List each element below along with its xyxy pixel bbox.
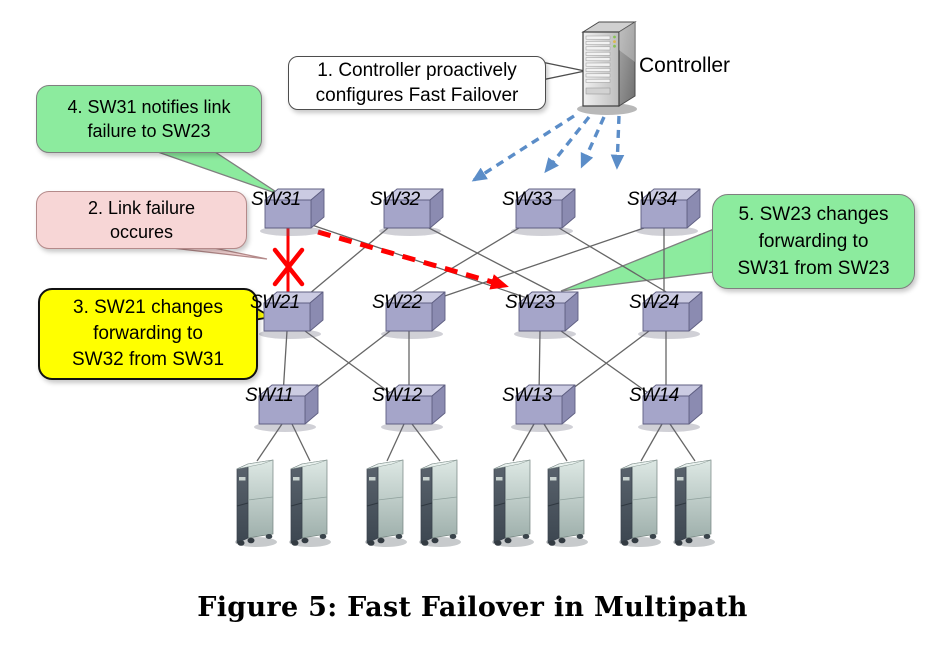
callout-2-link-failure: 2. Link failure occures [36,191,247,249]
switch-label-sw24: SW24 [629,292,679,313]
blue-dashed-arrow-icon [471,114,575,182]
blue-dashed-arrow-icon [610,115,625,170]
server-tower-icon [491,459,535,548]
switch-label-sw23: SW23 [505,292,555,313]
server-tower-icon [234,459,278,548]
red-x-icon [272,247,305,287]
switch-label-sw11: SW11 [245,385,294,406]
callout-tails [151,58,715,326]
switch-label-sw32: SW32 [370,189,420,210]
server-tower-icon [545,459,589,548]
server-tower-icon [672,459,716,548]
server-tower-icon [364,459,408,548]
blue-dashed-arrow-icon [580,116,606,169]
failure-annotations [272,228,509,302]
figure-caption: Figure 5: Fast Failover in Multipath [197,592,748,623]
switch-label-sw34: SW34 [627,189,677,210]
callout-3-sw21-reroute: 3. SW21 changes forwarding to SW32 from … [38,288,258,380]
link-sw33-sw22 [400,227,520,300]
switch-label-sw13: SW13 [502,385,552,406]
link-sw22-sw11 [306,330,391,396]
link-sw23-sw13 [538,330,541,396]
callout-2-tail [171,247,268,260]
switch-label-sw12: SW12 [372,385,422,406]
red-dashed-arrow-icon [317,229,509,290]
host-layer [234,459,716,548]
callout-4-notify-failure: 4. SW31 notifies link failure to SW23 [36,85,262,153]
controller-server-icon [576,21,638,116]
server-tower-icon [618,459,662,548]
link-sw21-sw11 [282,330,288,396]
switch-label-sw31: SW31 [251,189,301,210]
server-tower-icon [418,459,462,548]
link-sw32-sw21 [302,227,389,300]
controller-label: Controller [639,54,731,77]
switch-label-sw33: SW33 [502,189,552,210]
callout-5-tail [560,228,715,292]
link-sw24-sw13 [563,330,650,396]
controller-config-arrows [471,114,625,182]
callout-1-controller-config: 1. Controller proactively configures Fas… [288,56,546,110]
link-sw32-sw23 [428,227,565,299]
link-sw34-sw22 [432,227,645,301]
server-tower-icon [288,459,332,548]
link-sw33-sw24 [558,227,679,300]
blue-dashed-arrow-icon [544,115,591,174]
network-links [256,222,696,462]
callout-5-sw23-reroute: 5. SW23 changes forwarding to SW31 from … [712,194,915,289]
switch-label-sw21: SW21 [250,292,300,313]
switch-label-sw14: SW14 [629,385,679,406]
switch-label-sw22: SW22 [372,292,422,313]
